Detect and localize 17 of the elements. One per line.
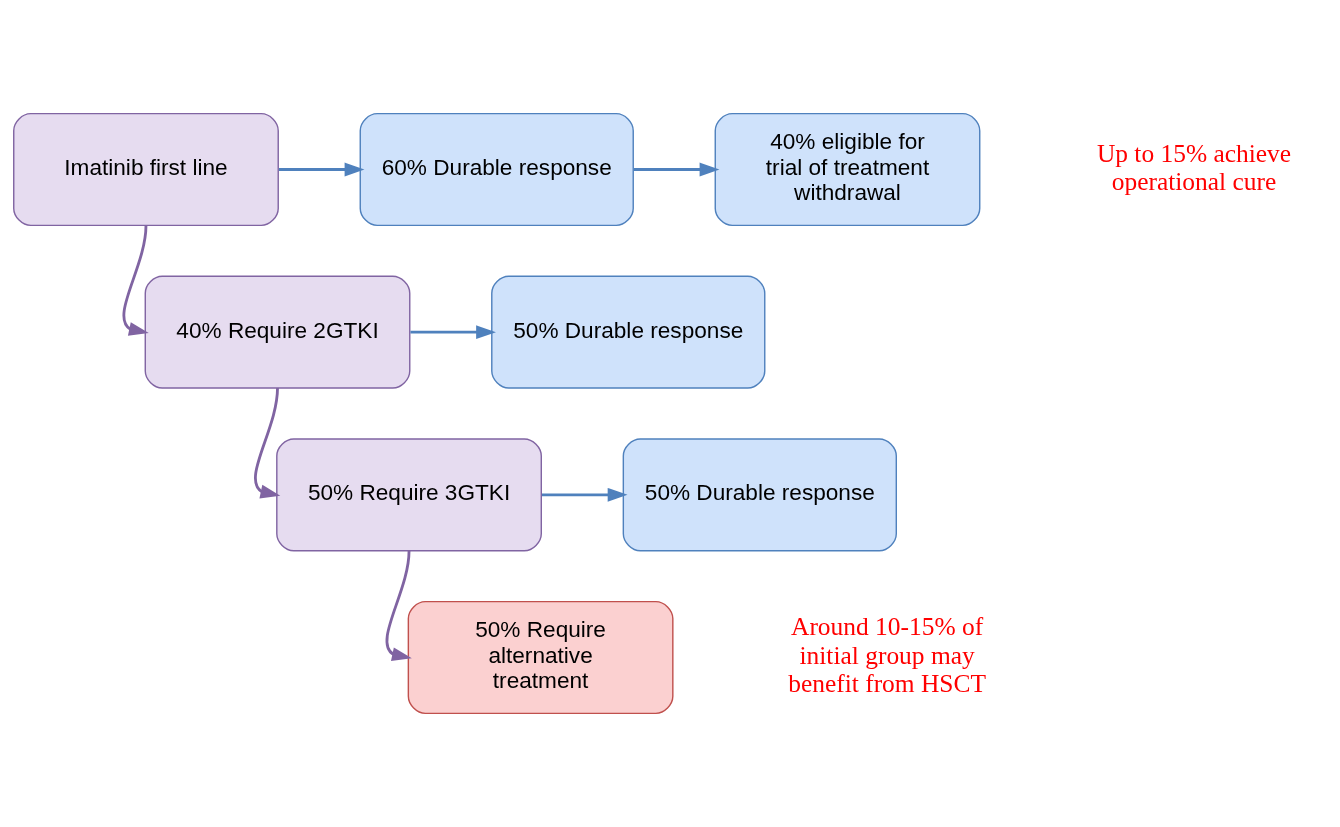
arrow (122, 225, 149, 336)
arrow (385, 550, 412, 662)
node-box: 50% Require 3GTKI (276, 438, 542, 552)
node-box: 40% Require 2GTKI (144, 275, 411, 389)
label: Around 10-15% of initial group may benefit from HSCT (788, 612, 987, 698)
arrow (254, 387, 281, 499)
node-box: 40% eligible for trial of treatment withdrawal (714, 112, 981, 227)
arrow (278, 162, 365, 177)
node-box: 50% Durable response (622, 438, 897, 552)
label: Up to 15% achieve operational cure (1096, 138, 1292, 196)
node-box: 50% Durable response (491, 275, 766, 389)
node-box: Imatinib first line (13, 112, 279, 227)
arrow (633, 162, 720, 177)
node-box: 50% Require alternative treatment (407, 600, 674, 715)
node-box: 60% Durable response (359, 112, 634, 227)
arrow (541, 487, 628, 502)
arrow (410, 325, 496, 340)
